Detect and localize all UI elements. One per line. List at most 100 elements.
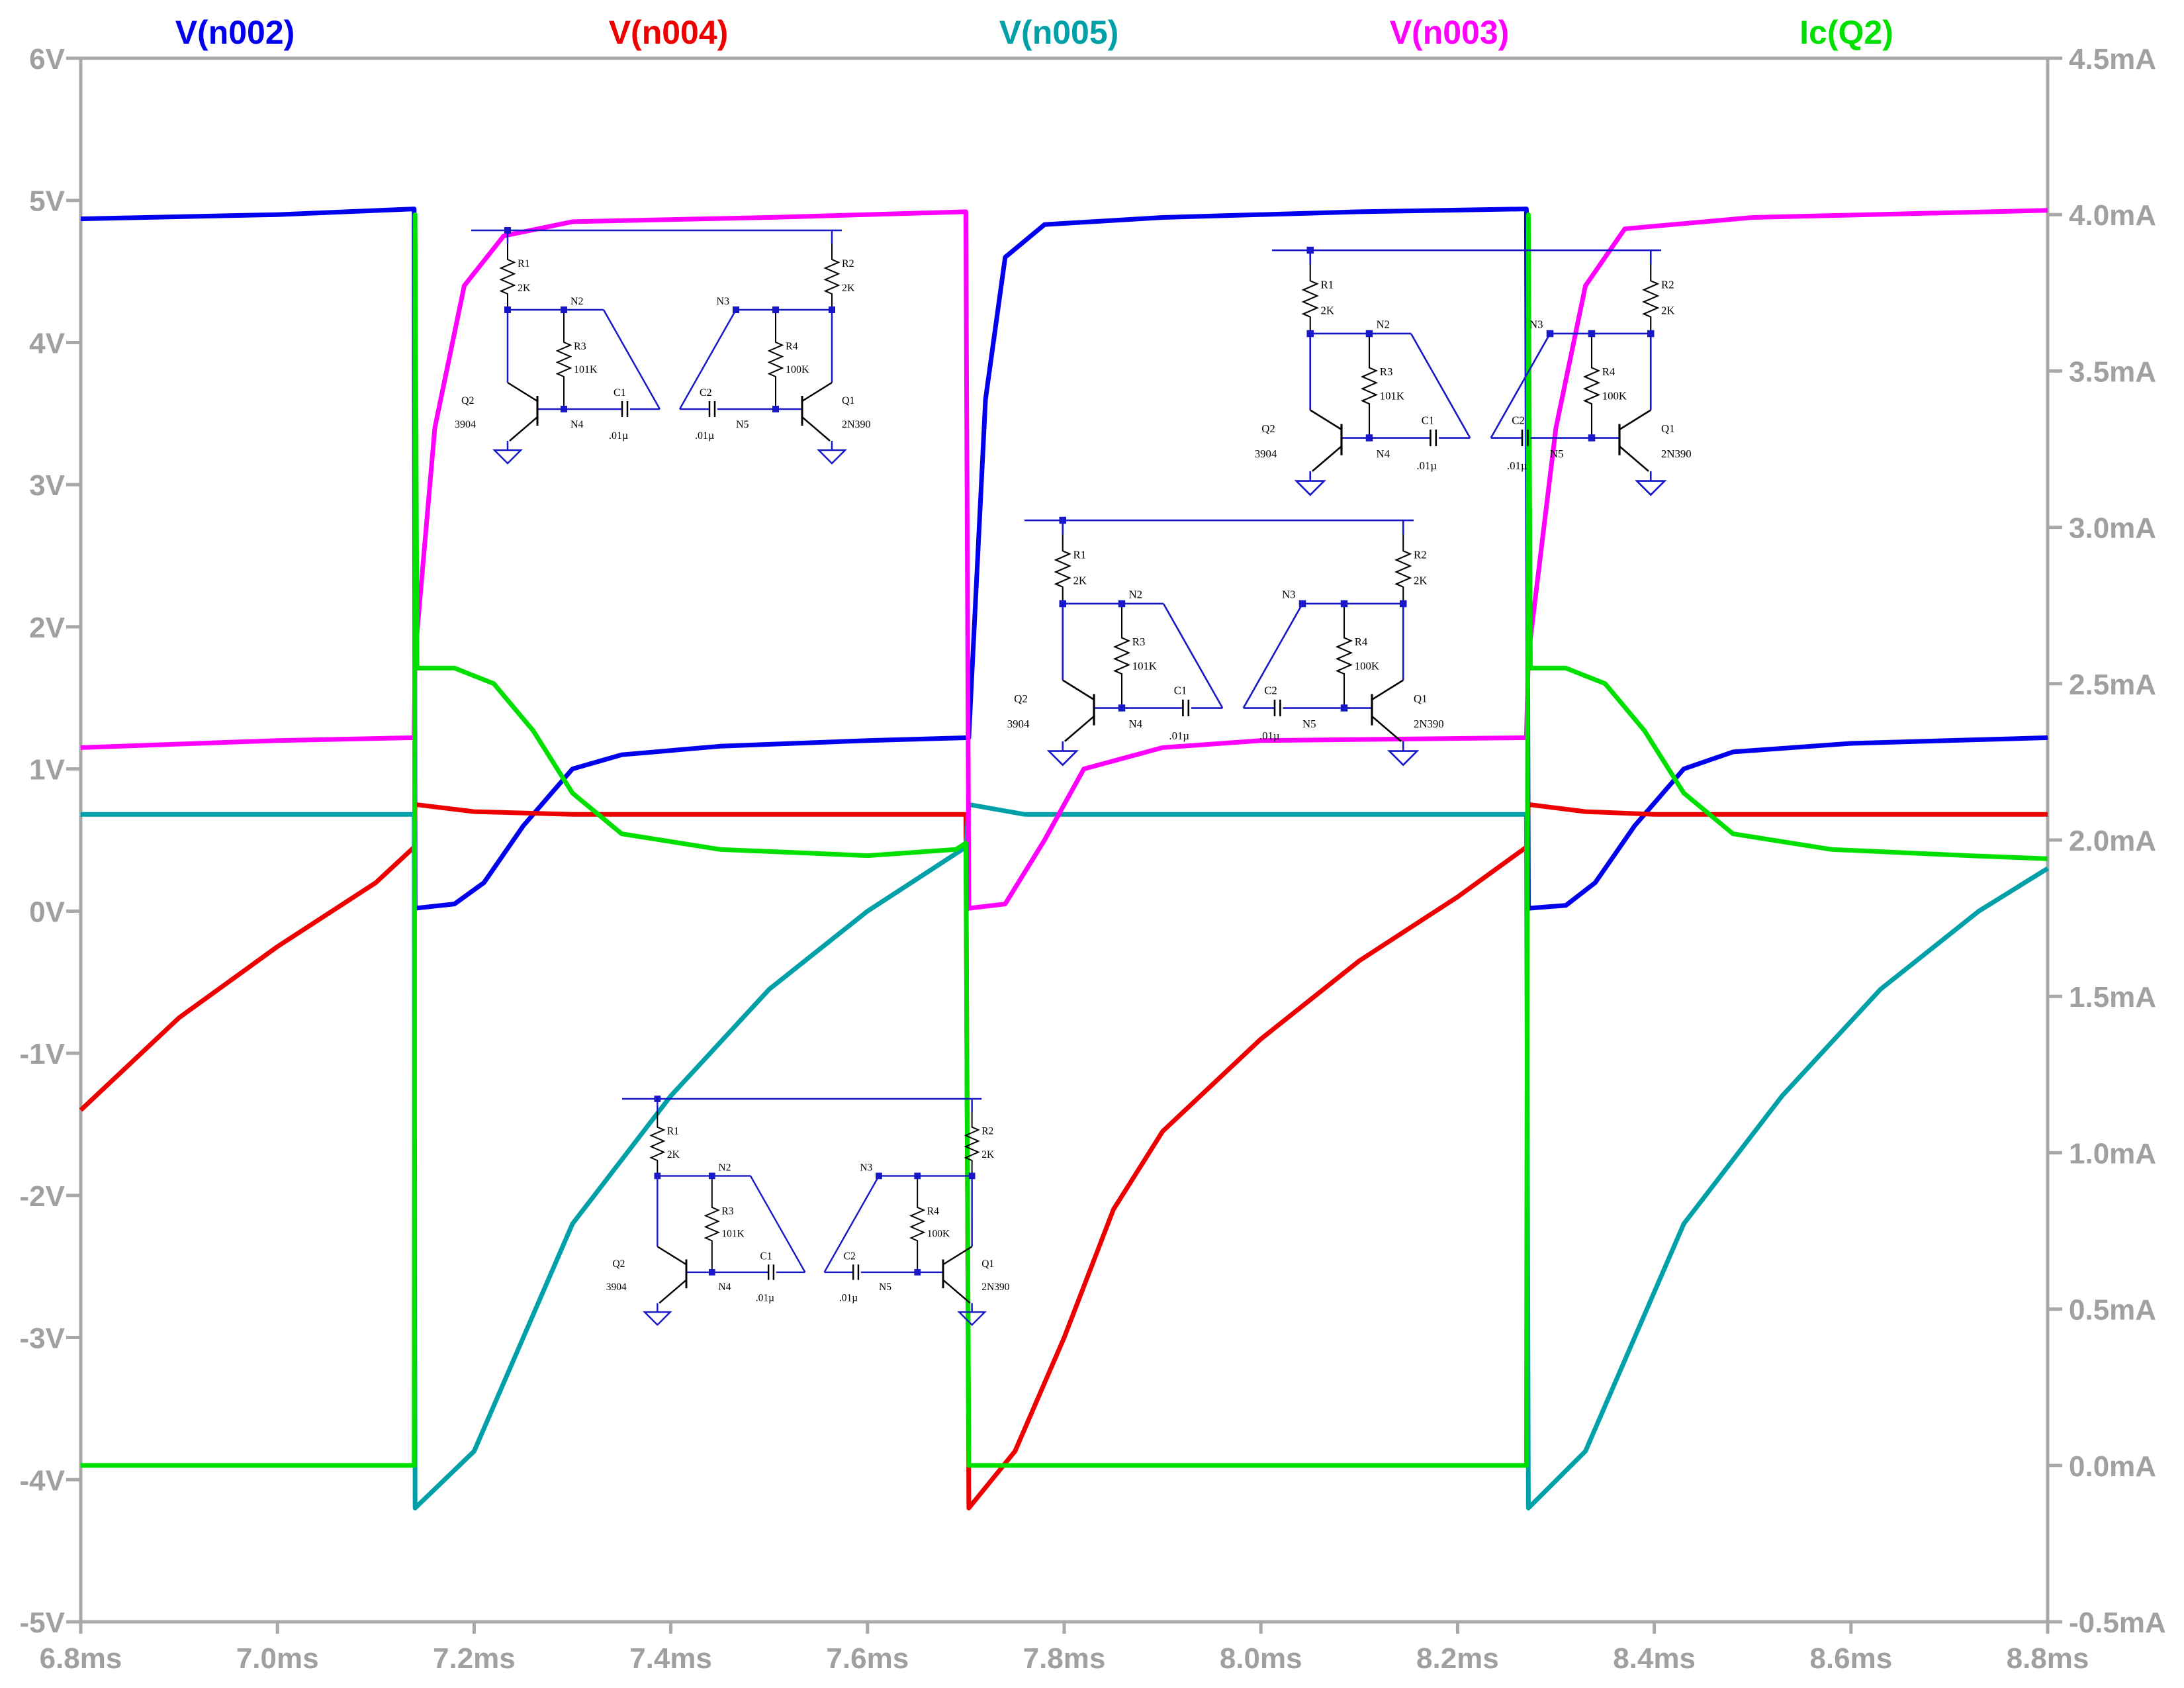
wire — [1490, 333, 1551, 439]
schematic-label: 2K — [518, 283, 531, 294]
schematic-label: Q1 — [1414, 692, 1428, 705]
schematic-label: N2 — [1377, 318, 1390, 331]
y-tick-label: 1V — [29, 754, 65, 786]
transistor-q1 — [942, 1246, 973, 1304]
resistor-symbol — [555, 310, 572, 409]
node-dot — [1340, 600, 1348, 608]
schematic-label: C1 — [614, 387, 626, 399]
node-dot — [914, 1269, 921, 1276]
resistor-symbol — [1054, 534, 1071, 604]
resistor-symbol — [1113, 603, 1131, 708]
node-dot — [561, 306, 567, 313]
schematic-label: N2 — [570, 296, 584, 307]
y-tick-label: -1V — [20, 1038, 66, 1070]
schematic-label: R4 — [927, 1206, 939, 1217]
schematic-label: C2 — [1512, 414, 1525, 427]
schematic-label: N5 — [1302, 718, 1316, 730]
resistor-symbol — [1335, 603, 1353, 708]
node-dot — [1059, 516, 1066, 524]
node-dot — [1400, 600, 1407, 608]
schematic-diagram: R12KR22KR3101KR4100KC1.01µC2.01µQ12N390Q… — [606, 1096, 1010, 1327]
schematic-label: 2N390 — [981, 1282, 1009, 1293]
plot-border — [79, 56, 2050, 1624]
resistor-symbol — [1301, 263, 1319, 334]
node-dot — [1118, 704, 1126, 712]
wire — [1410, 333, 1471, 439]
schematic-label: .01µ — [1416, 459, 1437, 472]
x-tick-label: 7.8ms — [1023, 1642, 1106, 1675]
schematic-label: 2K — [1414, 575, 1428, 587]
schematic-diagram: R12KR22KR3101KR4100KC1.01µC2.01µQ12N390Q… — [1007, 516, 1444, 767]
node-dot — [829, 306, 835, 313]
y2-tick-label: 4.5mA — [2069, 43, 2156, 75]
schematic-label: R2 — [842, 258, 854, 269]
schematic-label: 3904 — [1007, 718, 1030, 730]
transistor-q1 — [1371, 679, 1404, 742]
node-dot — [1365, 330, 1373, 338]
schematic-label: 2K — [1073, 575, 1087, 587]
node-dot — [561, 406, 567, 412]
schematic-label: R2 — [1414, 549, 1427, 561]
ground-icon — [816, 449, 848, 465]
resistor-symbol — [1642, 263, 1660, 334]
y2-tick-label: 4.0mA — [2069, 199, 2156, 232]
legend-entry: V(n004) — [609, 14, 729, 51]
plot-frame — [79, 56, 2050, 1624]
resistor-symbol — [964, 1111, 980, 1176]
trace-v-n003 — [80, 208, 2048, 911]
y-tick-label: -4V — [20, 1464, 66, 1497]
schematic-label: R1 — [667, 1125, 679, 1137]
transistor-q2 — [507, 381, 538, 442]
schematic-label: N4 — [570, 419, 584, 430]
y-tick-label: -3V — [20, 1323, 66, 1355]
y2-tick-label: 2.0mA — [2069, 825, 2156, 857]
schematic-label: 2K — [842, 283, 855, 294]
schematic-label: N4 — [1129, 718, 1143, 730]
schematic-label: 2N390 — [1661, 447, 1692, 460]
wire — [1242, 603, 1304, 709]
resistor-symbol — [1360, 333, 1379, 438]
resistor-symbol — [823, 244, 841, 310]
legend-entry: V(n003) — [1390, 14, 1510, 51]
schematic-label: 101K — [1132, 660, 1157, 673]
schematic-label: R1 — [1321, 279, 1334, 291]
resistor-symbol — [1394, 534, 1412, 604]
schematic-label: C1 — [1422, 414, 1435, 427]
legend: V(n002)V(n004)V(n005)V(n003)Ic(Q2) — [175, 14, 1893, 51]
ground-icon — [1387, 750, 1420, 767]
y2-tick-label: 1.5mA — [2069, 981, 2156, 1013]
transistor-q1 — [801, 381, 833, 442]
schematic-label: Q1 — [842, 395, 855, 406]
schematic-label: N5 — [736, 419, 749, 430]
wire — [749, 1175, 806, 1273]
node-dot — [772, 406, 779, 412]
node-dot — [1588, 434, 1596, 442]
node-dot — [1546, 330, 1554, 338]
node-dot — [708, 1172, 715, 1180]
ground-icon — [1294, 480, 1326, 496]
x-tick-label: 6.8ms — [40, 1642, 122, 1675]
schematic-label: 2K — [1661, 305, 1675, 317]
legend-entry: V(n005) — [999, 14, 1119, 51]
resistor-symbol — [1582, 333, 1601, 438]
ground-icon — [1635, 480, 1667, 496]
waveform-traces — [79, 207, 2049, 1511]
schematic-label: Q1 — [1661, 422, 1675, 435]
node-dot — [708, 1269, 715, 1276]
schematic-label: N3 — [860, 1162, 872, 1174]
schematic-diagram: R12KR22KR3101KR4100KC1.01µC2.01µQ12N390Q… — [455, 227, 871, 465]
schematic-label: N3 — [1282, 588, 1296, 601]
schematic-label: Q2 — [1261, 422, 1275, 435]
legend-entry: V(n002) — [175, 14, 295, 51]
y-tick-label: -5V — [20, 1607, 66, 1639]
transistor-q2 — [1310, 409, 1342, 472]
y-tick-label: 2V — [29, 612, 65, 644]
transistor-q1 — [1619, 409, 1651, 472]
schematic-label: R2 — [981, 1125, 993, 1137]
schematic-label: C1 — [760, 1251, 772, 1262]
wire — [602, 309, 661, 410]
schematic-label: N5 — [1550, 447, 1564, 460]
schematic-label: Q2 — [461, 395, 475, 406]
schematic-label: 100K — [927, 1229, 950, 1240]
